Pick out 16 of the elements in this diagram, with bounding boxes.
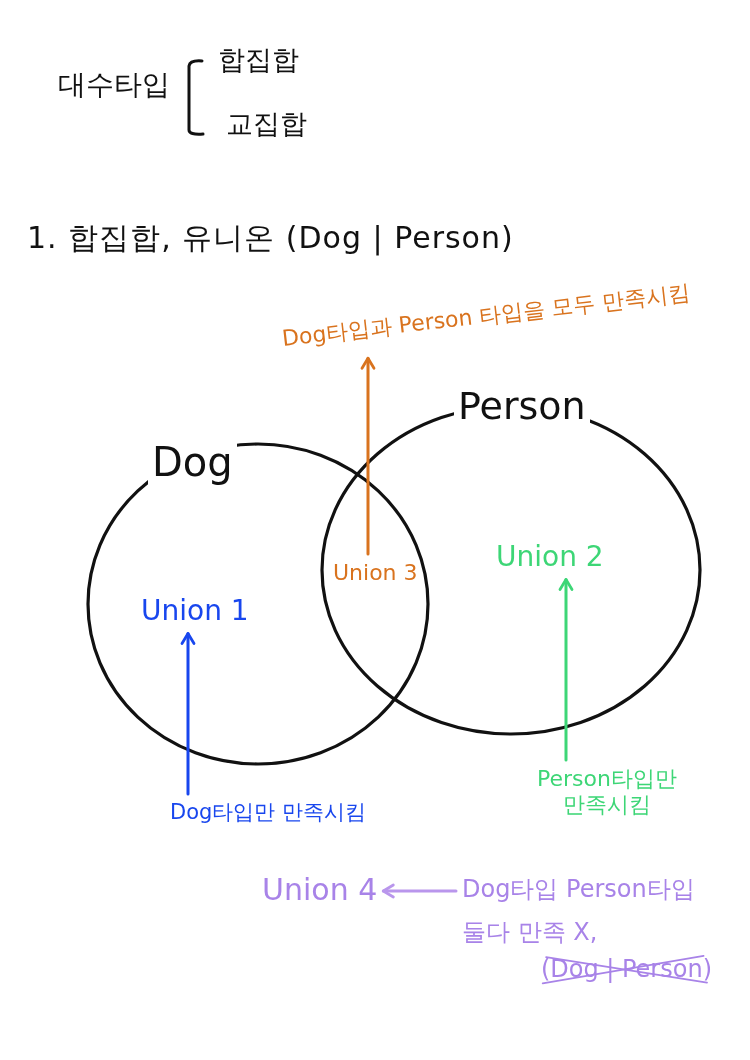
union-label: Union 2: [496, 540, 604, 574]
text-label: 교집합: [226, 108, 307, 141]
heading: 1. 합집합, 유니온 (Dog | Person): [27, 220, 514, 256]
union-label: Union 4: [262, 872, 378, 908]
note-text: Dog타입만 만족시킴: [170, 800, 367, 826]
arrow: [180, 632, 196, 796]
note-text: Dog타입과 Person 타입을 모두 만족시킴: [280, 279, 692, 353]
union-label: Union 3: [333, 560, 418, 587]
union-label: Union 1: [141, 594, 249, 628]
arrow: [360, 356, 376, 556]
text-label: 대수타입: [58, 68, 170, 102]
note-text: Dog타입 Person타입 둘다 만족 X,: [462, 874, 696, 949]
arrow: [381, 883, 458, 899]
arrow: [558, 578, 574, 762]
note-text: Person타입만 만족시킴: [527, 766, 687, 819]
text-label: 합집합: [218, 44, 299, 77]
